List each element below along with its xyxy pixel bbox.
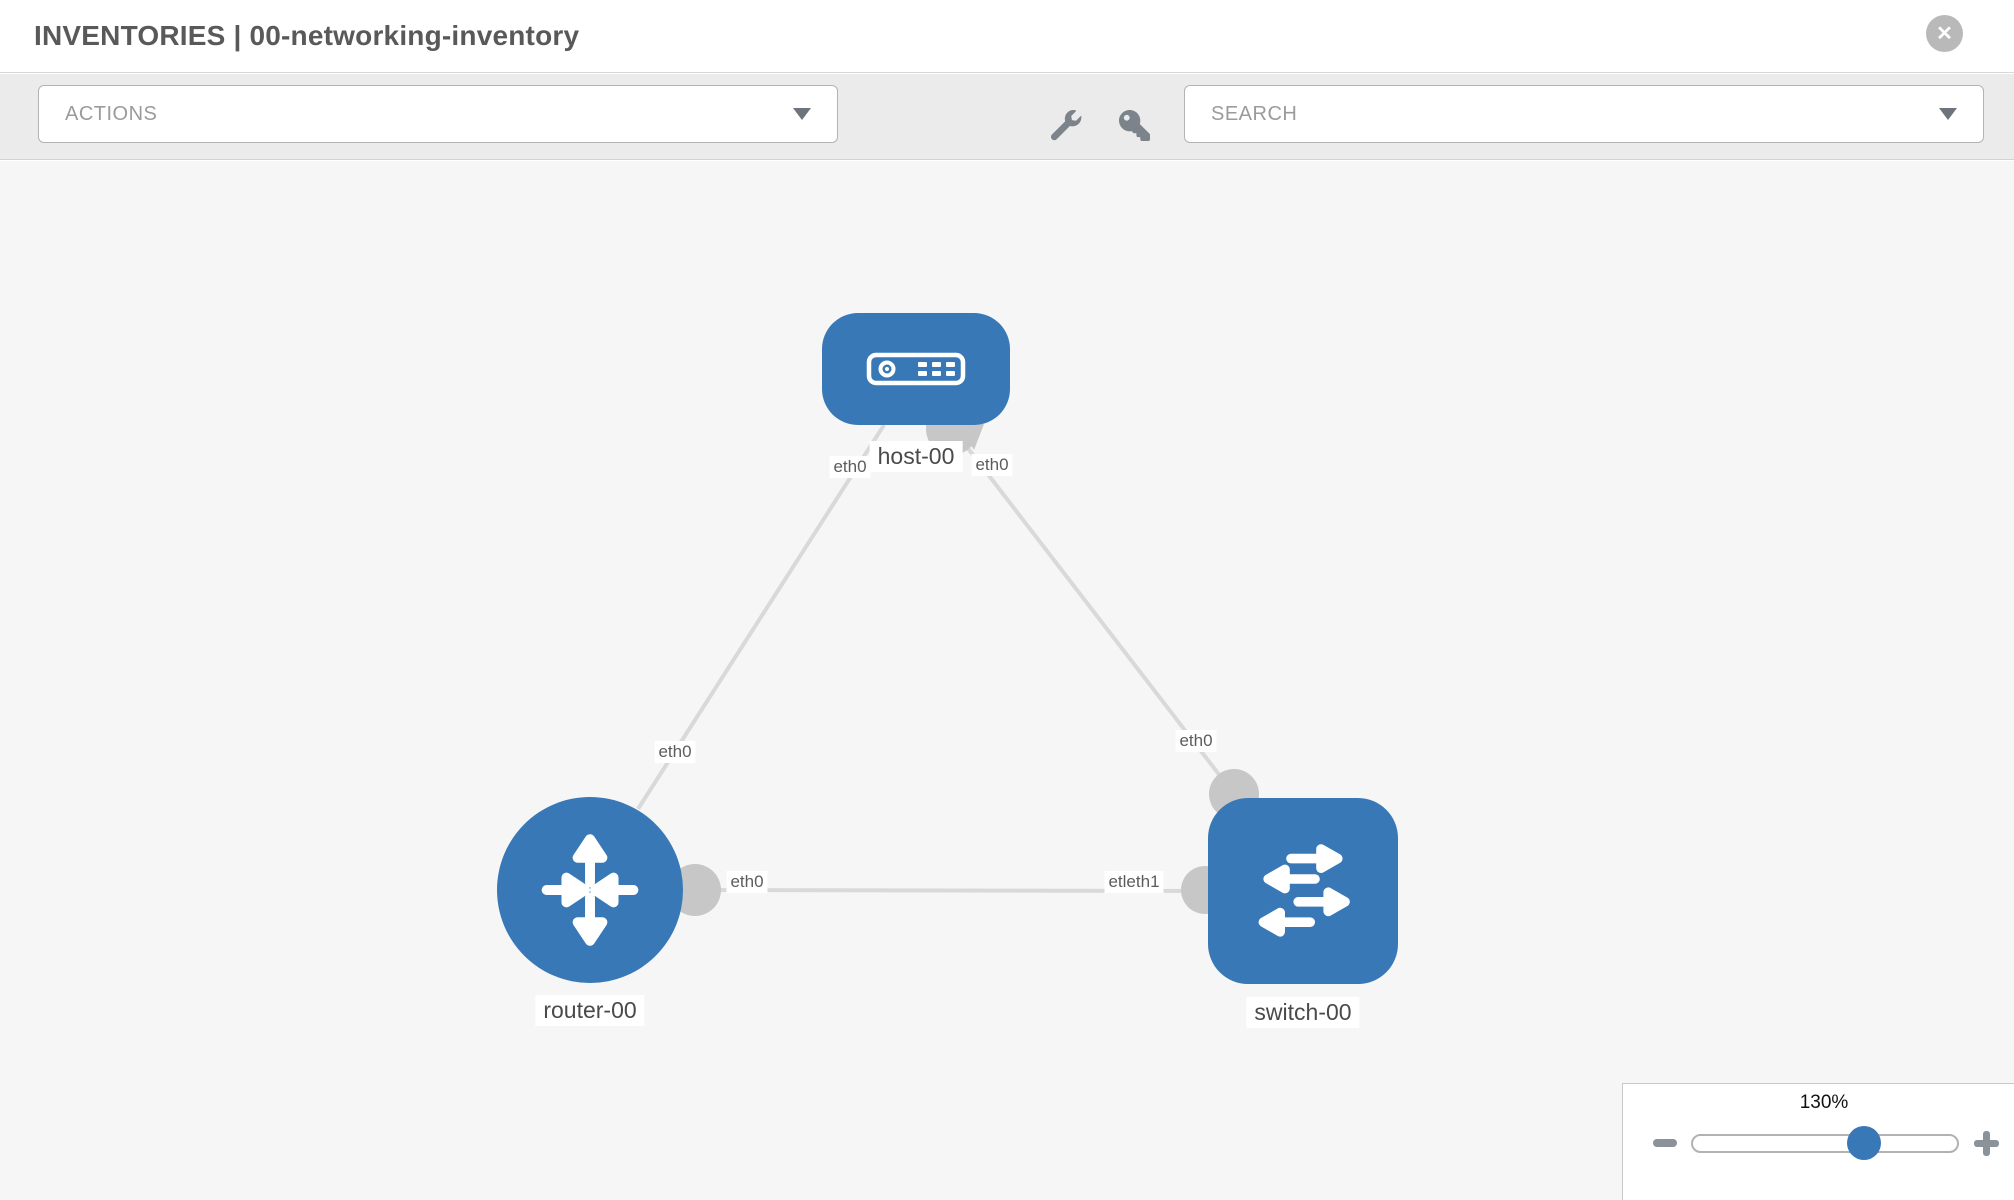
configure-button[interactable] [1044,103,1088,147]
zoom-panel: 130% [1622,1083,2014,1200]
node-label-router: router-00 [535,995,645,1026]
close-icon: ✕ [1936,22,1953,45]
actions-dropdown[interactable]: ACTIONS [38,85,838,143]
zoom-slider[interactable] [1691,1134,1959,1153]
chevron-down-icon [1939,108,1957,120]
credentials-button[interactable] [1112,103,1156,147]
search-dropdown[interactable]: SEARCH [1184,85,1984,143]
window-header: INVENTORIES | 00-networking-inventory ✕ [0,0,2014,73]
switch-icon [1258,844,1350,937]
node-switch-00[interactable] [1208,798,1398,984]
port-label-router-switch-right: etleth1 [1104,871,1164,893]
port-label-router-switch-left: eth0 [726,871,768,893]
zoom-in-button[interactable] [1974,1131,1999,1156]
chevron-down-icon [793,108,811,120]
topology-canvas[interactable]: host-00 router-00 switch-00 eth0 eth0 et… [0,161,2014,1200]
wrench-icon [1050,109,1082,140]
search-dropdown-label: SEARCH [1211,102,1298,125]
toolbar: ACTIONS SEARCH [0,74,2014,160]
actions-dropdown-label: ACTIONS [65,102,158,125]
close-button[interactable]: ✕ [1926,15,1963,52]
node-router-00[interactable] [497,797,683,983]
router-icon [541,834,639,946]
port-label-host-left: eth0 [829,456,871,478]
node-host-00[interactable] [822,313,1010,425]
port-wedge-host [958,424,984,450]
zoom-slider-thumb[interactable] [1847,1126,1881,1160]
port-label-host-router-link: eth0 [654,741,696,763]
port-label-host-right: eth0 [971,454,1013,476]
port-label-host-switch-link: eth0 [1175,730,1217,752]
zoom-level-label: 130% [1799,1092,1849,1113]
topology-links-layer [636,403,1259,916]
node-label-switch: switch-00 [1246,997,1360,1028]
zoom-out-button[interactable] [1653,1139,1677,1147]
page-title: INVENTORIES | 00-networking-inventory [34,20,580,51]
host-icon [866,352,966,386]
key-icon [1118,109,1150,141]
node-label-host: host-00 [869,441,963,472]
